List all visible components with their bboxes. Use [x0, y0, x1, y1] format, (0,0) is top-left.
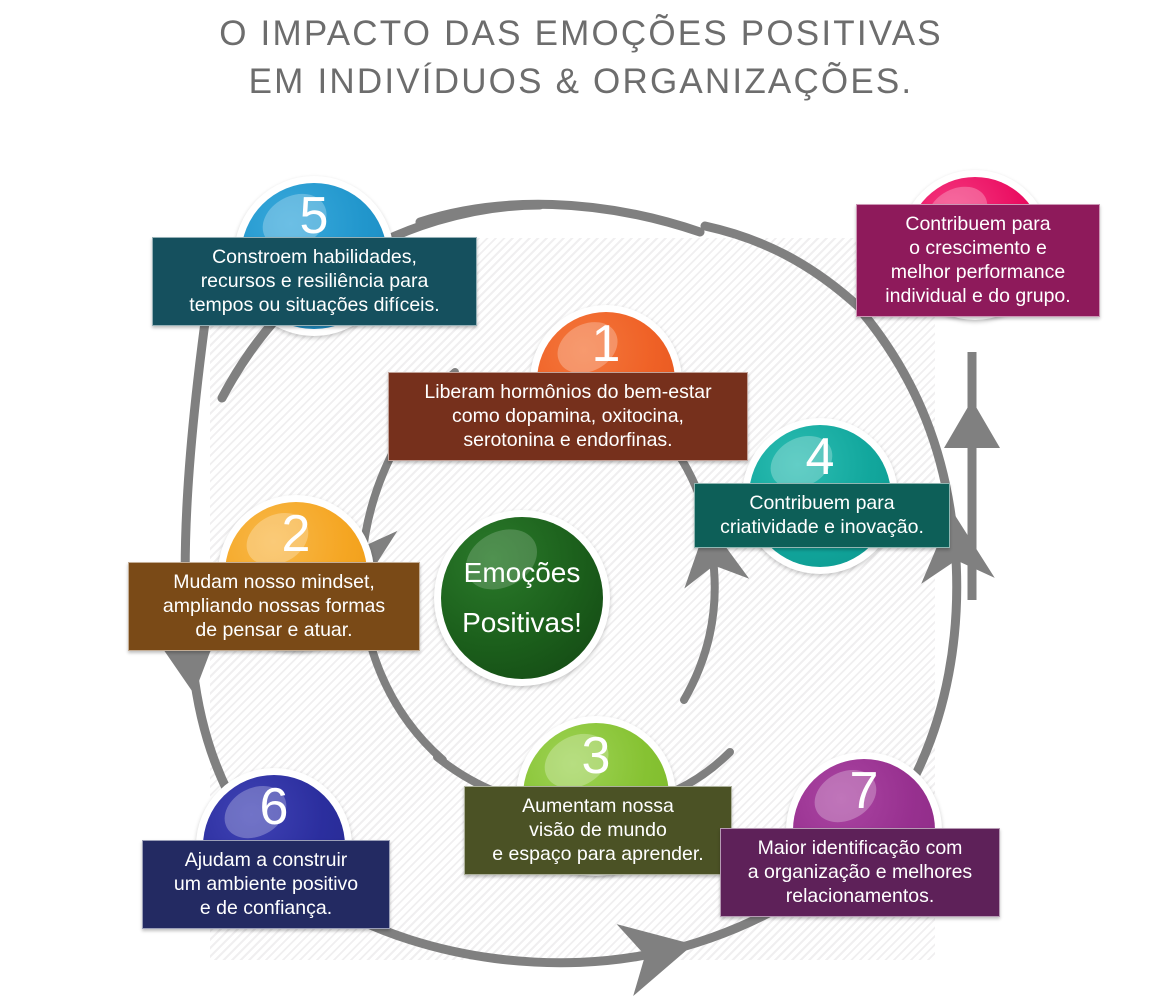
node-2-label: Mudam nosso mindset, ampliando nossas fo… [128, 562, 420, 651]
page-title: O IMPACTO DAS EMOÇÕES POSITIVAS EM INDIV… [0, 10, 1162, 106]
node-4-number: 4 [805, 428, 835, 487]
node-3-number: 3 [581, 726, 611, 785]
node-6-label: Ajudam a construir um ambiente positivo … [142, 840, 390, 929]
center-node-line-1: Emoções [463, 557, 581, 588]
node-7-label: Maior identificação com a organização e … [720, 828, 1000, 917]
outer-arc-top-far-right [700, 221, 865, 313]
node-7-number: 7 [849, 762, 879, 821]
center-node-line-2: Positivas! [462, 607, 582, 638]
outer-arc-right-lower [900, 510, 995, 800]
title-line-1: O IMPACTO DAS EMOÇÕES POSITIVAS [219, 14, 943, 53]
vertical-arrow-to-outcome [944, 352, 1000, 600]
center-node-ball [441, 517, 603, 679]
title-line-2: EM INDIVÍDUOS & ORGANIZAÇÕES. [248, 62, 914, 101]
node-outcome-label: Contribuem para o crescimento e melhor p… [856, 204, 1100, 317]
center-node-bubble[interactable]: Emoções Positivas! [434, 510, 610, 686]
node-2-number: 2 [281, 505, 311, 564]
node-3-label: Aumentam nossa visão de mundo e espaço p… [464, 786, 732, 875]
inner-arc-right-lower [680, 521, 750, 704]
outer-arc-right-upper [857, 307, 959, 545]
center-node-text: Emoções Positivas! [434, 510, 610, 686]
node-6-number: 6 [259, 778, 289, 837]
vertical-arrow-head [944, 400, 1000, 448]
node-5-label: Constroem habilidades, recursos e resili… [152, 237, 477, 326]
node-5-number: 5 [299, 186, 329, 245]
node-1-number: 1 [591, 315, 621, 374]
node-4-label: Contribuem para criatividade e inovação. [694, 483, 950, 548]
node-1-label: Liberam hormônios do bem-estar como dopa… [388, 372, 748, 461]
